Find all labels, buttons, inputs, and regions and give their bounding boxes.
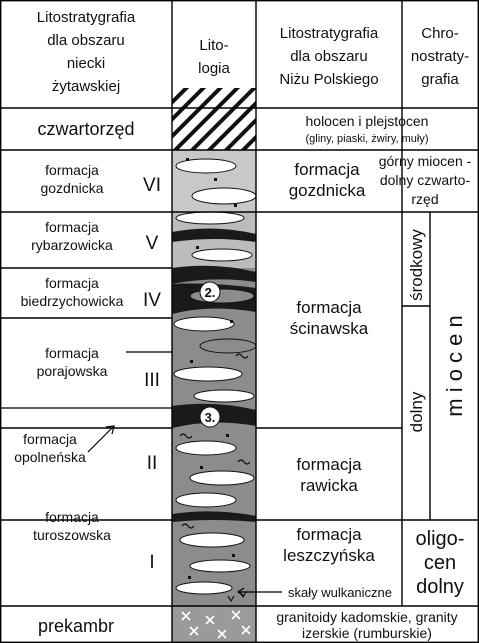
svg-text:formacja: formacja — [296, 455, 362, 474]
oligocen-label: oligo- cen dolny — [416, 528, 465, 598]
svg-text:górny miocen -: górny miocen - — [379, 153, 472, 169]
svg-text:II: II — [147, 453, 158, 474]
header-col3-l2: dla obszaru — [290, 48, 368, 65]
svg-text:cen: cen — [424, 552, 456, 574]
prekambr-label: prekambr — [38, 616, 114, 636]
svg-text:VI: VI — [143, 175, 161, 196]
header-col3-l1: Litostratygrafia — [280, 25, 379, 42]
header-col2-l1: Lito- — [199, 37, 228, 54]
svg-text:formacja: formacja — [296, 298, 362, 317]
svg-text:biedrzychowicka: biedrzychowicka — [21, 293, 124, 309]
svg-text:I: I — [149, 552, 154, 573]
svg-text:3.: 3. — [205, 410, 216, 425]
header-col4-l2: nostraty- — [411, 48, 469, 65]
svg-text:formacja: formacja — [45, 162, 99, 178]
svg-text:(gliny, piaski, żwiry, muły): (gliny, piaski, żwiry, muły) — [305, 133, 428, 145]
dolny-label: dolny — [407, 391, 426, 432]
svg-text:2.: 2. — [205, 285, 216, 300]
svg-text:V: V — [146, 233, 159, 254]
svg-text:porajowska: porajowska — [37, 363, 108, 379]
lithology-column — [172, 88, 256, 643]
svg-text:formacja: formacja — [296, 525, 362, 544]
chrono-gozdnicka: górny miocen - dolny czwarto- rzęd — [379, 153, 472, 207]
svg-text:formacja: formacja — [45, 219, 99, 235]
header-col1-l4: żytawskiej — [52, 78, 120, 95]
svg-text:opolneńska: opolneńska — [14, 449, 86, 465]
svg-text:formacja: formacja — [294, 160, 360, 179]
marker-3: 3. — [200, 407, 220, 427]
svg-text:III: III — [144, 370, 160, 391]
header-col4-l3: grafia — [421, 71, 459, 88]
svg-text:formacja: formacja — [23, 431, 77, 447]
miocen-label: m i o c e n — [442, 315, 467, 416]
svg-text:izerskie (rumburskie): izerskie (rumburskie) — [302, 625, 432, 641]
czwartorzed-label: czwartorzęd — [37, 119, 134, 139]
header-col1-l3: niecki — [67, 55, 105, 72]
srodkowy-label: środkowy — [407, 229, 426, 301]
svg-text:leszczyńska: leszczyńska — [283, 546, 375, 565]
svg-text:ścinawska: ścinawska — [290, 319, 369, 338]
svg-text:oligo-: oligo- — [416, 528, 465, 550]
header-col4-l1: Chro- — [421, 25, 459, 42]
svg-text:formacja: formacja — [45, 509, 99, 525]
marker-2: 2. — [200, 282, 220, 302]
svg-text:rawicka: rawicka — [300, 476, 358, 495]
header-col2-l2: logia — [198, 60, 230, 77]
numerals: VI V IV III II I — [143, 175, 161, 573]
svg-text:IV: IV — [143, 290, 161, 311]
svg-text:dolny: dolny — [416, 576, 464, 598]
svg-text:formacja: formacja — [45, 275, 99, 291]
svg-text:holocen i plejstocen: holocen i plejstocen — [306, 113, 429, 129]
header-col3-l3: Niżu Polskiego — [279, 71, 378, 88]
svg-text:rzęd: rzęd — [411, 191, 438, 207]
header-col1-l2: dla obszaru — [47, 32, 125, 49]
header-col1-l1: Litostratygrafia — [37, 9, 136, 26]
svg-text:formacja: formacja — [45, 345, 99, 361]
svg-text:granitoidy kadomskie, granity: granitoidy kadomskie, granity — [276, 609, 457, 625]
volcanic-rocks-label: skały wulkaniczne — [288, 585, 392, 600]
svg-text:rybarzowicka: rybarzowicka — [31, 237, 113, 253]
svg-text:gozdnicka: gozdnicka — [40, 180, 103, 196]
svg-text:turoszowska: turoszowska — [33, 527, 111, 543]
svg-text:dolny czwarto-: dolny czwarto- — [380, 172, 471, 188]
local-formations: czwartorzęd formacja gozdnicka formacja … — [14, 119, 134, 636]
header-row: Litostratygrafia dla obszaru niecki żyta… — [37, 9, 469, 95]
svg-text:gozdnicka: gozdnicka — [289, 181, 366, 200]
